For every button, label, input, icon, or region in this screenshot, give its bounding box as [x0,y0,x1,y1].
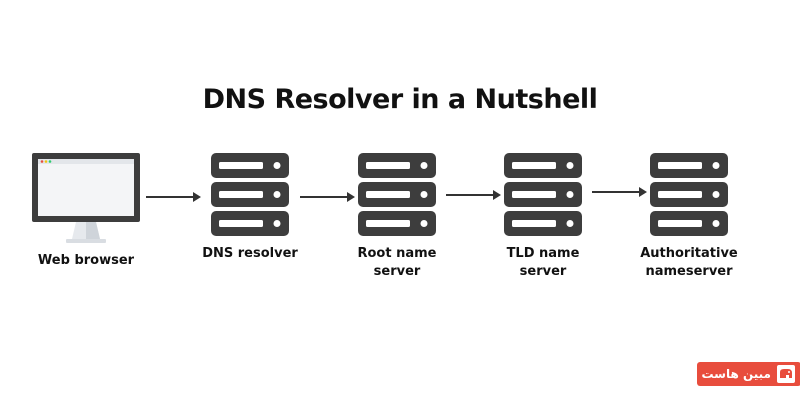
tld-server-label-line2: server [519,264,567,279]
root-server-icon [358,153,436,236]
dns-resolver-server-icon [211,153,289,236]
brand-badge-text: مبین هاست [701,367,771,381]
tld-server-icon [504,153,582,236]
dns-resolver-label: DNS resolver [202,246,298,261]
tld-server-label-line1: TLD name [506,246,580,261]
web-browser-label: Web browser [37,253,135,268]
arrow-root-to-tld [446,190,501,200]
tld-server-label: TLD name server [473,245,613,281]
root-server-label-line1: Root name [357,246,437,261]
authoritative-server-icon [650,153,728,236]
root-server-label: Root name server [327,245,467,281]
monitor-icon [32,153,140,243]
authoritative-server-label-line2: nameserver [645,264,733,279]
arrow-resolver-to-root [300,192,355,202]
diagram-title: DNS Resolver in a Nutshell [202,84,598,115]
authoritative-server-label-line1: Authoritative [640,246,738,261]
arrow-tld-to-authoritative [592,187,647,197]
elephant-logo-icon [777,365,795,383]
brand-badge: مبین هاست [697,362,800,386]
root-server-label-line2: server [373,264,421,279]
arrow-browser-to-resolver [146,192,201,202]
authoritative-server-label: Authoritative nameserver [619,245,759,281]
